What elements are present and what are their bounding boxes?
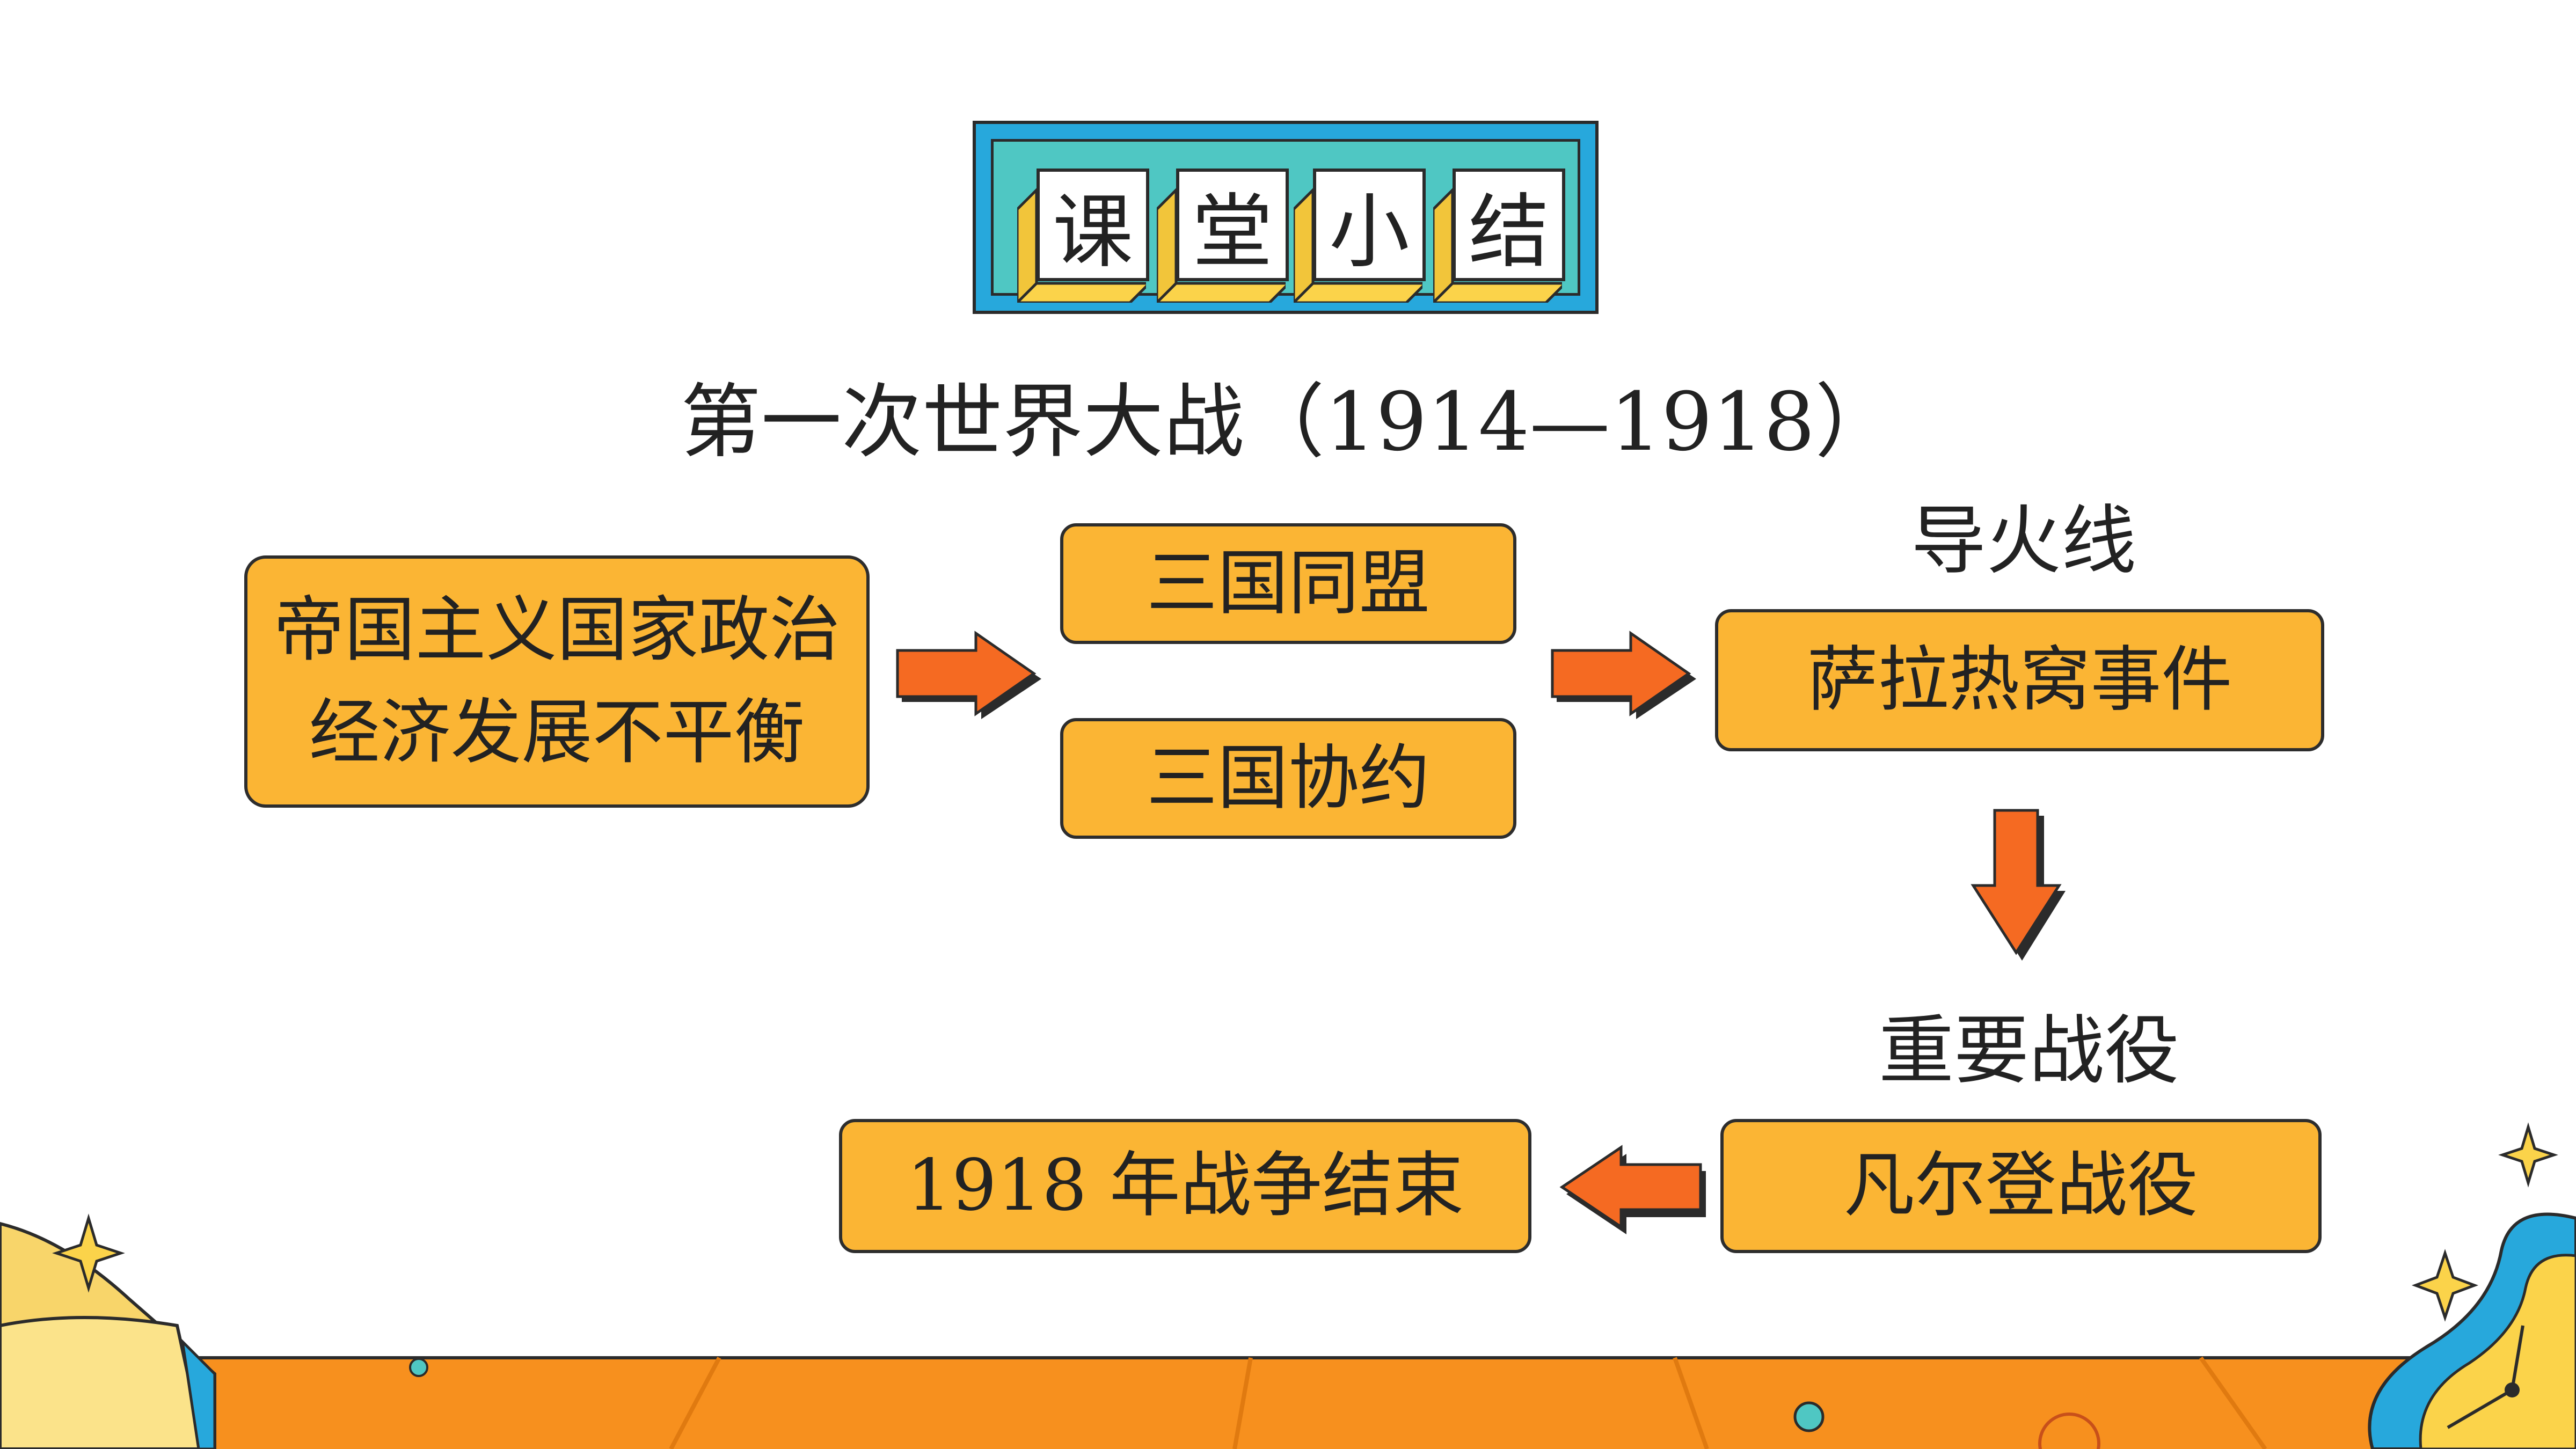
battle-label: 重要战役 (1879, 1007, 2180, 1095)
book-icon (0, 1221, 216, 1449)
war-end-box: 1918 年战争结束 (839, 1119, 1531, 1253)
dot-decoration (1793, 1401, 1825, 1432)
title-char: 课 (1037, 169, 1149, 281)
subtitle: 第一次世界大战（1914—1918） (680, 376, 1896, 469)
floor-stripe (0, 1358, 2576, 1449)
clock-icon (2368, 1212, 2576, 1449)
battle-box: 凡尔登战役 (1720, 1119, 2322, 1253)
title-tile: 结 (1433, 169, 1565, 303)
sparkle-icon (2498, 1122, 2558, 1188)
sparkle-icon (2411, 1249, 2479, 1322)
triple-entente-box: 三国协约 (1060, 718, 1516, 839)
title-char: 结 (1453, 169, 1565, 281)
cause-line-2: 经济发展不平衡 (309, 691, 805, 774)
title-tile: 堂 (1157, 169, 1289, 303)
trigger-label: 导火线 (1911, 497, 2137, 585)
cause-line-1: 帝国主义国家政治 (273, 588, 841, 671)
sparkle-icon (52, 1213, 125, 1293)
dot-decoration (409, 1358, 428, 1377)
trigger-box: 萨拉热窝事件 (1715, 609, 2324, 751)
title-banner: 课 堂 小 结 (973, 121, 1599, 314)
title-char: 小 (1313, 169, 1426, 281)
triple-alliance-box: 三国同盟 (1060, 523, 1516, 644)
title-tile: 课 (1017, 169, 1149, 303)
ring-decoration (2038, 1413, 2100, 1449)
cause-box: 帝国主义国家政治 经济发展不平衡 (244, 555, 870, 808)
title-tile: 小 (1294, 169, 1426, 303)
title-char: 堂 (1176, 169, 1289, 281)
